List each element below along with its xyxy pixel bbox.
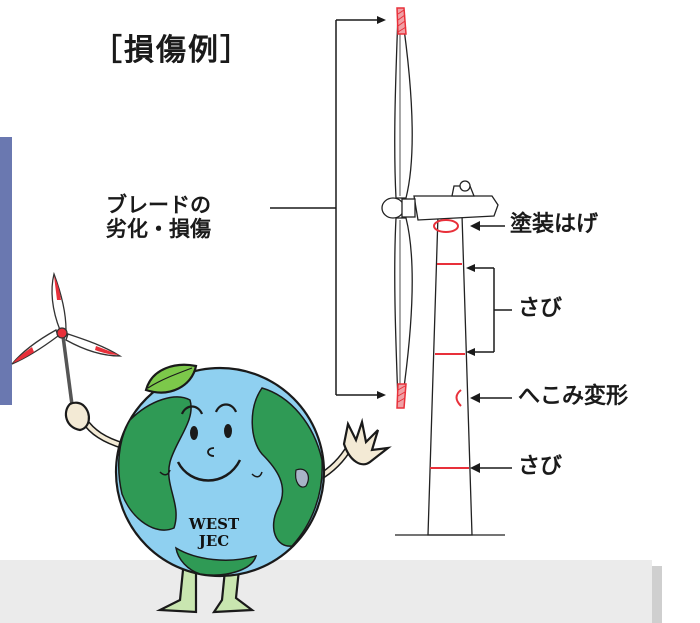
windmill-hub	[56, 327, 68, 339]
nacelle-vent	[459, 180, 471, 192]
page-title: ［損傷例］	[92, 33, 252, 68]
blade-damage-label-line1: ブレードの	[106, 193, 211, 217]
mascot-eye-left	[190, 426, 198, 440]
continent-bottom	[174, 546, 258, 576]
mascot-hand-right	[342, 417, 392, 466]
bottom-band	[0, 560, 652, 623]
mascot-text-line1: WEST	[188, 515, 240, 533]
continent-gray	[295, 468, 309, 488]
mascot-mouth	[176, 459, 242, 482]
hub	[381, 197, 405, 219]
paint-peel-mark	[433, 219, 459, 233]
mascot-text-line2: JEC	[198, 531, 230, 550]
mascot-eyebrow-right	[214, 403, 238, 413]
nacelle	[413, 195, 499, 221]
mascot-text: WEST JEC	[184, 516, 244, 549]
lower-tip-damage	[396, 383, 407, 409]
hub-shaft	[401, 198, 416, 218]
continent-left	[117, 396, 192, 531]
lower-blade	[394, 217, 413, 403]
earth-mascot	[64, 363, 392, 614]
mascot-eye-right	[224, 424, 232, 438]
mascot-eyebrow-left	[180, 405, 204, 415]
blade-damage-label: ブレードの 劣化・損傷	[106, 193, 211, 241]
blade-damage-label-line2: 劣化・損傷	[106, 217, 211, 242]
callouts	[270, 16, 512, 473]
continent-right	[251, 387, 323, 547]
mascot-nose	[207, 447, 215, 457]
dent-mark	[455, 389, 462, 407]
paint-peeling-label: 塗装はげ	[510, 212, 599, 237]
left-accent-bar	[0, 137, 12, 405]
damage-marks	[396, 7, 469, 469]
upper-blade	[394, 13, 413, 199]
mascot-hand-left	[64, 401, 90, 432]
rust-lower-label: さび	[518, 454, 563, 479]
dent-label: へこみ変形	[518, 384, 629, 409]
small-windmill	[11, 271, 123, 421]
bottom-band-shadow	[652, 566, 662, 623]
windmill-blade-up	[51, 271, 67, 331]
turbine	[381, 13, 505, 536]
rust-upper-label: さび	[518, 296, 563, 321]
upper-tip-damage	[396, 7, 407, 35]
